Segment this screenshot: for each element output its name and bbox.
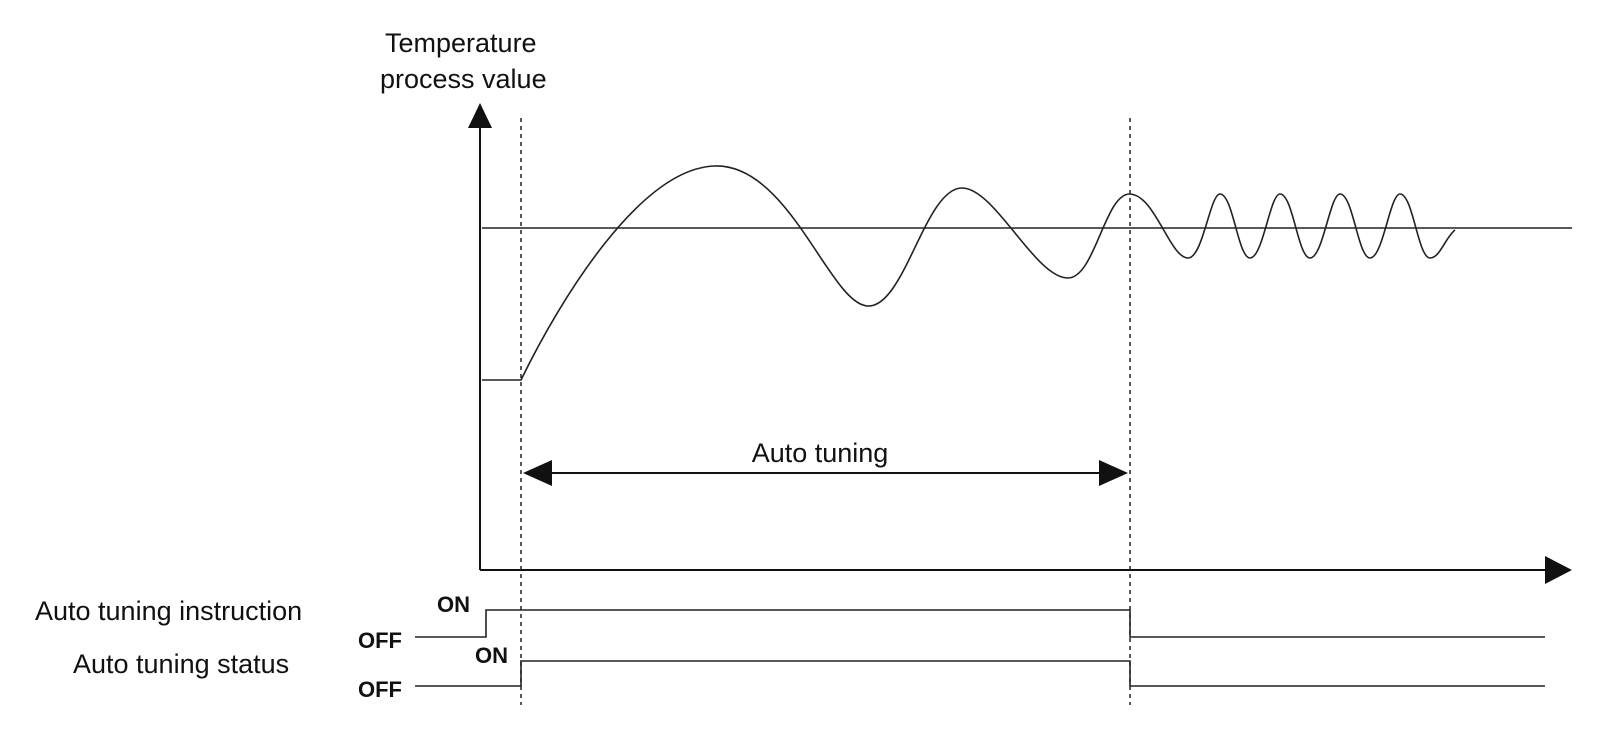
instruction-on-label: ON [437, 592, 470, 617]
x-axis-arrowhead [1545, 556, 1572, 584]
status-off-label: OFF [358, 677, 402, 702]
y-axis-label-line1: Temperature [385, 28, 537, 58]
y-axis-label-line2: process value [380, 64, 547, 94]
y-axis-arrowhead [468, 103, 492, 128]
status-signal-label: Auto tuning status [73, 649, 289, 679]
status-waveform [415, 660, 1545, 687]
status-on-label: ON [475, 643, 508, 668]
instruction-signal-label: Auto tuning instruction [35, 596, 302, 626]
instruction-off-label: OFF [358, 628, 402, 653]
instruction-waveform [415, 609, 1545, 638]
span-arrowhead-left [523, 460, 552, 486]
auto-tuning-span-label: Auto tuning [752, 438, 889, 468]
process-value-curve [482, 165, 1456, 381]
span-arrowhead-right [1099, 460, 1128, 486]
